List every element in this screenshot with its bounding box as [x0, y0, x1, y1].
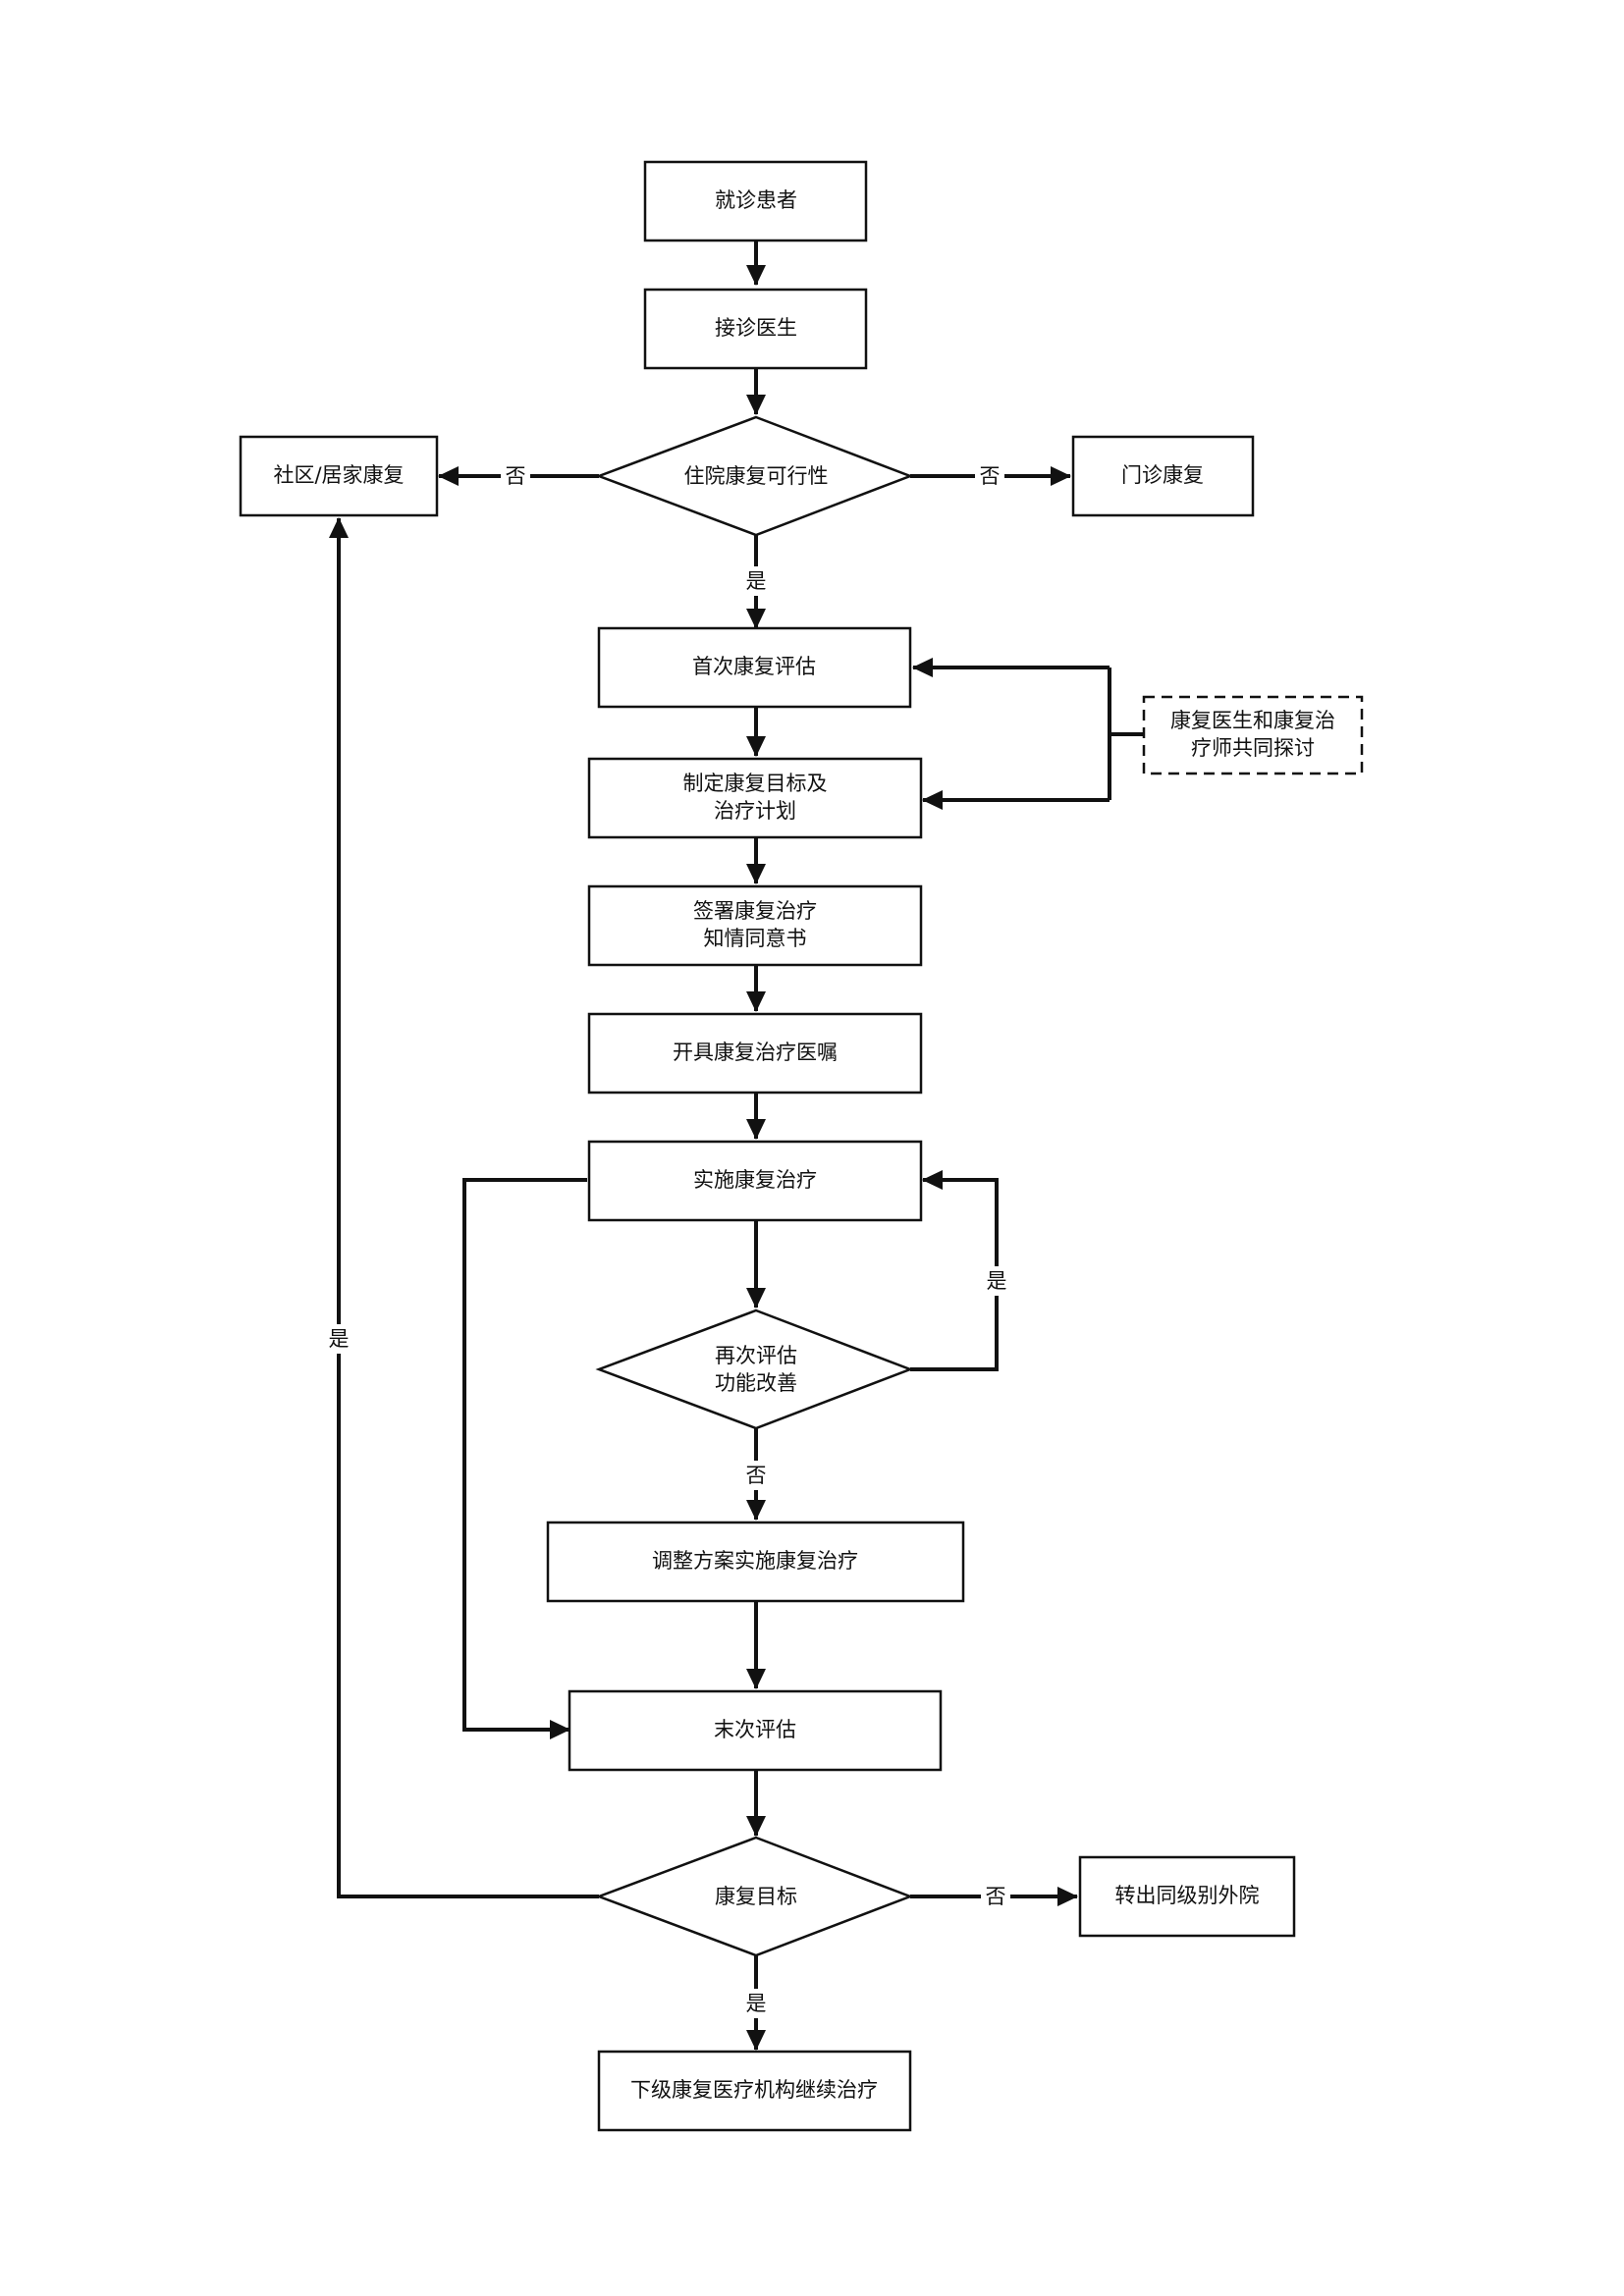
node-lower-level: 下级康复医疗机构继续治疗 — [597, 2050, 912, 2132]
node-first-eval: 首次康复评估 — [597, 626, 912, 709]
node-joint-discuss: 康复医生和康复治 疗师共同探讨 — [1142, 695, 1364, 775]
node-lower-level-label: 下级康复医疗机构继续治疗 — [630, 2078, 878, 2102]
edge-labels: 否 否 是 是 否 是 否 是 — [324, 461, 1011, 2018]
edge-goal-community-yes — [329, 517, 599, 1898]
node-patient: 就诊患者 — [643, 160, 868, 242]
label-feasibility-yes: 是 — [746, 569, 767, 593]
node-plan: 制定康复目标及 治疗计划 — [587, 757, 923, 839]
node-final-eval-label: 末次评估 — [714, 1718, 796, 1741]
label-feasibility-right-no: 否 — [980, 464, 1001, 488]
node-plan-line1: 制定康复目标及 — [683, 772, 828, 795]
node-joint-discuss-line2: 疗师共同探讨 — [1191, 736, 1315, 760]
node-re-eval-line2: 功能改善 — [715, 1371, 797, 1395]
node-re-eval-line1: 再次评估 — [715, 1344, 797, 1367]
node-transfer-label: 转出同级别外院 — [1115, 1884, 1260, 1907]
label-goal-left-yes: 是 — [329, 1327, 350, 1351]
node-transfer: 转出同级别外院 — [1078, 1855, 1296, 1938]
node-consent-line2: 知情同意书 — [704, 927, 807, 950]
label-re-eval-no: 否 — [746, 1464, 767, 1487]
connectors — [329, 240, 1144, 2051]
node-re-eval-decision: 再次评估 功能改善 — [595, 1308, 914, 1430]
node-orders-label: 开具康复治疗医嘱 — [673, 1041, 838, 1064]
node-patient-label: 就诊患者 — [715, 188, 797, 212]
node-joint-discuss-line1: 康复医生和康复治 — [1170, 709, 1335, 732]
node-community-label: 社区/居家康复 — [273, 463, 404, 487]
node-outpatient: 门诊康复 — [1071, 435, 1255, 517]
node-community: 社区/居家康复 — [239, 435, 439, 517]
label-feasibility-left-no: 否 — [506, 464, 526, 488]
node-doctor-label: 接诊医生 — [715, 316, 797, 340]
node-goal-label: 康复目标 — [715, 1885, 797, 1908]
node-goal-decision: 康复目标 — [595, 1836, 914, 1957]
label-goal-down-yes: 是 — [746, 1992, 767, 2015]
node-doctor: 接诊医生 — [643, 288, 868, 370]
edge-implement-final-eval-bypass — [462, 1178, 587, 1739]
node-adjust: 调整方案实施康复治疗 — [546, 1521, 965, 1603]
label-goal-right-no: 否 — [986, 1885, 1006, 1908]
node-feasibility-label: 住院康复可行性 — [684, 464, 829, 488]
node-first-eval-label: 首次康复评估 — [692, 655, 816, 678]
node-implement-label: 实施康复治疗 — [693, 1168, 817, 1192]
node-feasibility-decision: 住院康复可行性 — [595, 415, 914, 537]
node-plan-line2: 治疗计划 — [714, 799, 796, 823]
node-consent-line1: 签署康复治疗 — [693, 899, 817, 923]
label-re-eval-yes: 是 — [987, 1269, 1007, 1293]
node-outpatient-label: 门诊康复 — [1121, 463, 1204, 487]
node-adjust-label: 调整方案实施康复治疗 — [652, 1549, 858, 1573]
node-implement: 实施康复治疗 — [587, 1140, 923, 1222]
nodes: 就诊患者 接诊医生 住院康复可行性 社区/居家康复 门诊康复 首次康复评估 康复… — [239, 160, 1364, 2132]
node-orders: 开具康复治疗医嘱 — [587, 1012, 923, 1095]
node-final-eval: 末次评估 — [568, 1689, 943, 1772]
node-consent: 签署康复治疗 知情同意书 — [587, 884, 923, 967]
